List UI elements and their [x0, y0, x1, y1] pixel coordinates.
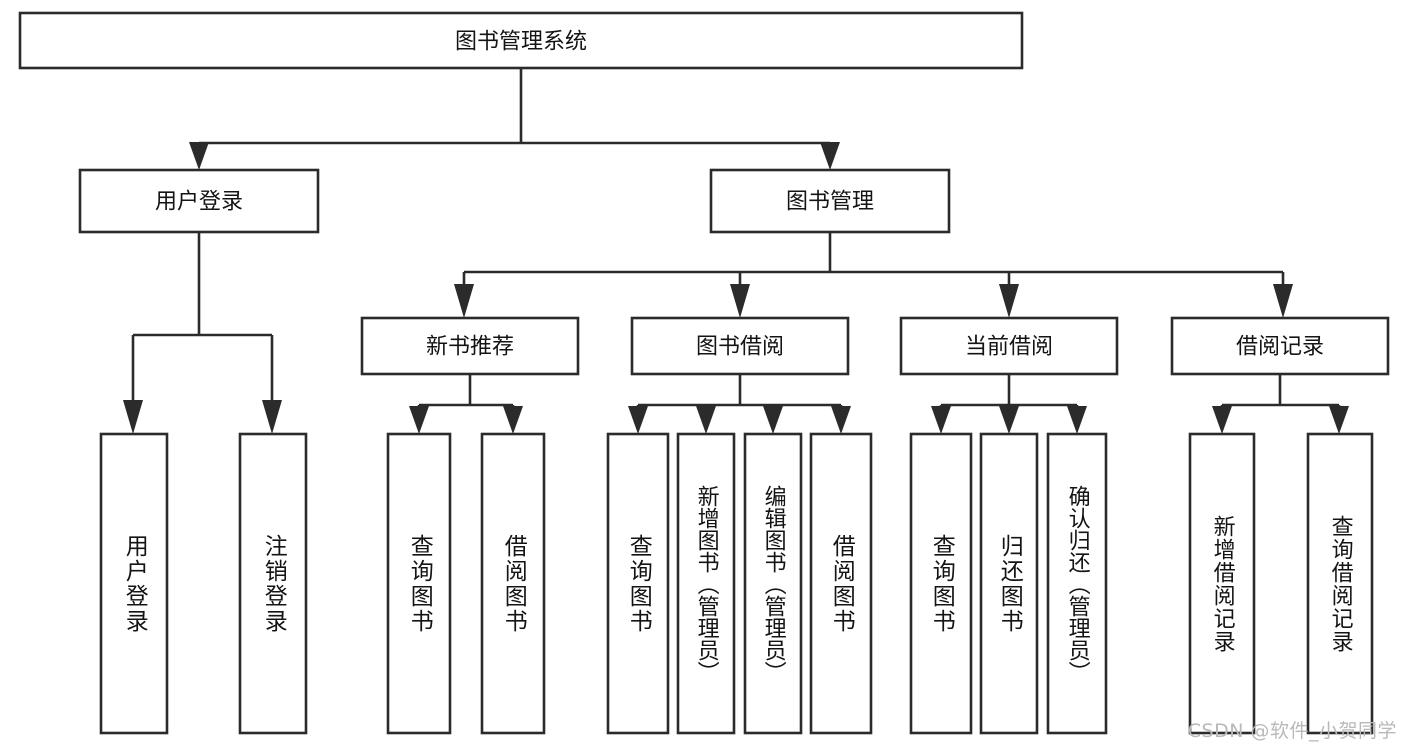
arrow-new-book-recommend [454, 284, 474, 318]
node-borrow-record[interactable]: 借阅记录 [1170, 316, 1390, 376]
arrow-leaf-edit-book-admin [763, 406, 783, 434]
arrow-leaf-logout-login [262, 400, 282, 434]
arrow-leaf-return-book [999, 406, 1019, 434]
node-current-borrow[interactable]: 当前借阅 [899, 316, 1119, 376]
leaf-box-user-login[interactable] [99, 432, 169, 735]
node-book-borrow-box[interactable] [630, 316, 850, 376]
leaf-box-query-book-3[interactable] [909, 432, 973, 735]
leaf-box-edit-book-admin[interactable] [743, 432, 803, 735]
arrow-leaf-user-login [123, 400, 143, 434]
node-new-book-recommend-box[interactable] [360, 316, 580, 376]
arrow-borrow-record [1273, 284, 1293, 318]
node-new-book-recommend[interactable]: 新书推荐 [360, 316, 580, 376]
node-book-borrow[interactable]: 图书借阅 [630, 316, 850, 376]
node-book-manage[interactable]: 图书管理 [709, 168, 951, 234]
arrow-user-login [189, 142, 209, 170]
csdn-watermark: CSDN @软件_小贺同学 [1187, 720, 1397, 742]
arrow-current-borrow [999, 284, 1019, 318]
node-current-borrow-box[interactable] [899, 316, 1119, 376]
leaf-box-add-book-admin[interactable] [676, 432, 736, 735]
node-user-login-label: 用户登录 [155, 190, 243, 215]
node-current-borrow-label: 当前借阅 [965, 335, 1053, 360]
leaf-box-query-book-2[interactable] [606, 432, 670, 735]
arrow-leaf-query-borrow-record [1329, 406, 1349, 434]
arrow-leaf-add-book-admin [696, 406, 716, 434]
node-borrow-record-box[interactable] [1170, 316, 1390, 376]
leaf-box-query-book-1[interactable] [386, 432, 452, 735]
node-user-login[interactable]: 用户登录 [78, 168, 320, 234]
node-root[interactable]: 图书管理系统 [18, 11, 1024, 70]
leaf-box-add-borrow-record[interactable] [1188, 432, 1256, 735]
arrow-leaf-query-book-1 [409, 406, 429, 434]
leaf-box-return-book[interactable] [979, 432, 1039, 735]
leaf-box-query-borrow-record[interactable] [1306, 432, 1374, 735]
arrow-leaf-add-borrow-record [1212, 406, 1232, 434]
arrow-book-manage [820, 142, 840, 170]
arrow-leaf-borrow-book-1 [503, 406, 523, 434]
leaf-box-borrow-book-2[interactable] [809, 432, 873, 735]
node-new-book-recommend-label: 新书推荐 [426, 335, 514, 360]
node-book-borrow-label: 图书借阅 [696, 335, 784, 360]
node-book-manage-label: 图书管理 [786, 190, 874, 215]
arrow-leaf-confirm-return-admin [1067, 406, 1087, 434]
arrow-leaf-query-book-3 [931, 406, 951, 434]
arrow-leaf-query-book-2 [628, 406, 648, 434]
arrow-book-borrow [730, 284, 750, 318]
leaf-box-logout-login[interactable] [238, 432, 308, 735]
arrow-leaf-borrow-book-2 [831, 406, 851, 434]
leaf-box-confirm-return-admin[interactable] [1046, 432, 1108, 735]
node-root-label: 图书管理系统 [455, 30, 587, 55]
leaf-box-borrow-book-1[interactable] [480, 432, 546, 735]
node-borrow-record-label: 借阅记录 [1236, 335, 1324, 360]
node-root-box[interactable] [18, 11, 1024, 70]
node-book-manage-box[interactable] [709, 168, 951, 234]
